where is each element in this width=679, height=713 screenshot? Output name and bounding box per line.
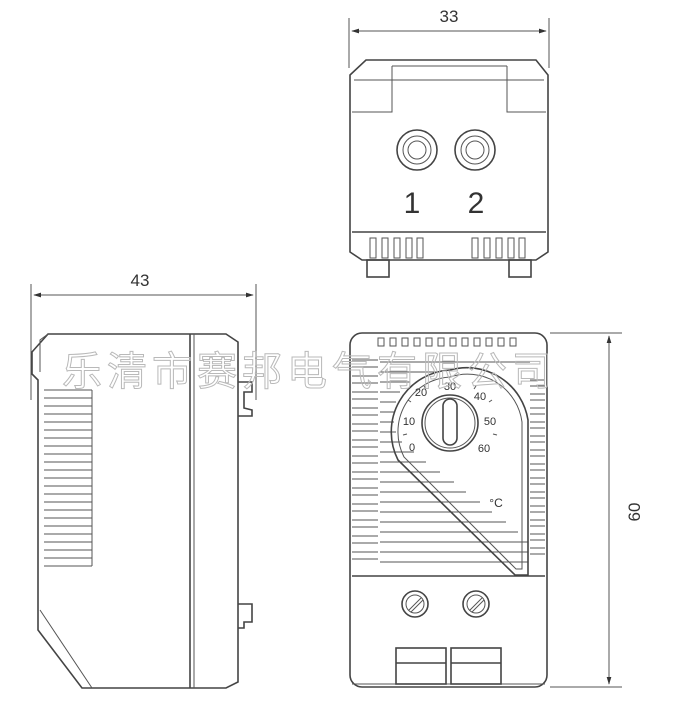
front-body-outline	[349, 332, 548, 688]
dim-label-60: 60	[625, 503, 644, 522]
dial-mark-40: 40	[474, 391, 486, 403]
side-front-lip	[39, 333, 49, 372]
dial-knob-grip[interactable]	[442, 398, 458, 446]
dial-mark-0: 0	[409, 442, 415, 454]
front-view: 60	[349, 332, 644, 688]
top-view: 33 1 2	[348, 7, 550, 278]
dim-label-33: 33	[440, 7, 459, 26]
dial-unit-label: °C	[489, 496, 503, 510]
front-terminal-screw-left[interactable]	[401, 590, 429, 618]
top-vent-slots	[369, 237, 526, 259]
company-watermark: 乐清市赛邦电气有限公司	[62, 349, 557, 395]
top-foot-right	[508, 259, 532, 278]
top-foot-left	[366, 259, 390, 278]
top-body-outline	[349, 59, 549, 261]
front-cable-entries	[395, 647, 502, 685]
dial-mark-20: 20	[415, 387, 427, 399]
top-step-right	[506, 66, 546, 113]
dial-scale-ticks	[402, 385, 498, 436]
dim-label-43: 43	[131, 271, 150, 290]
side-vent-ribs	[44, 389, 93, 567]
front-center-vents	[380, 361, 530, 563]
terminal-label-2: 2	[468, 187, 485, 220]
top-step-left	[352, 66, 393, 113]
terminal-label-1: 1	[404, 187, 421, 220]
terminal-screw-1	[396, 129, 438, 171]
dial-panel	[390, 366, 529, 576]
dial-mark-10: 10	[403, 416, 415, 428]
side-body-outline	[31, 333, 239, 689]
dial-panel-inner	[397, 373, 523, 570]
din-clip-top	[238, 381, 253, 417]
front-right-vents	[530, 379, 545, 555]
dial-mark-50: 50	[484, 416, 496, 428]
front-left-vents	[352, 359, 378, 560]
terminal-screw-2	[454, 129, 496, 171]
front-terminal-screw-right[interactable]	[462, 590, 490, 618]
din-clip-bottom	[238, 603, 253, 629]
temperature-dial[interactable]	[421, 394, 479, 452]
front-top-tabs	[377, 337, 517, 347]
dial-mark-30: 30	[444, 381, 456, 393]
side-chamfer	[39, 609, 93, 689]
side-view: 43	[30, 271, 257, 689]
dial-mark-60: 60	[478, 443, 490, 455]
